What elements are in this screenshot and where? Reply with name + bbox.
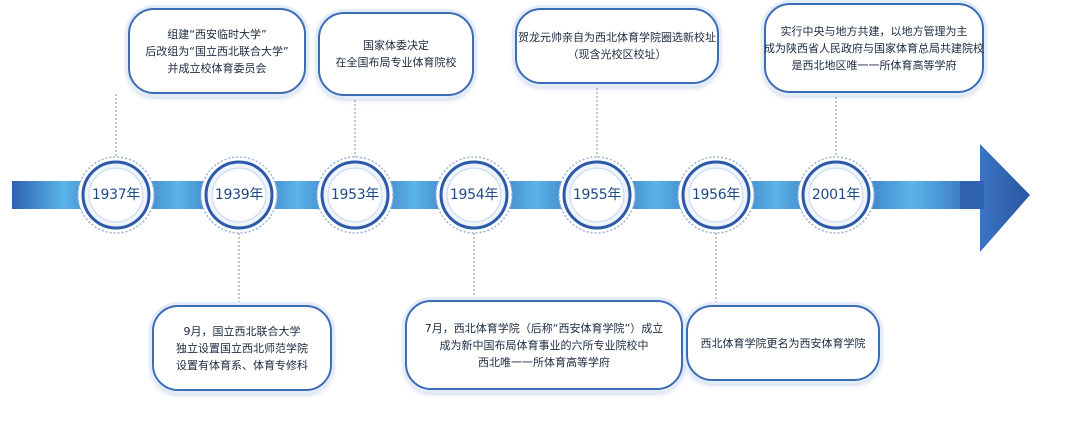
year-label: 1954年 <box>449 187 499 203</box>
year-label: 1956年 <box>691 187 741 203</box>
event-text-line: 是西北地区唯一一所体育高等学府 <box>791 58 957 72</box>
event-text-line: 西北体育学院更名为西安体育学院 <box>700 336 866 350</box>
event-text-line: 国家体委决定 <box>363 39 429 52</box>
timeline-node <box>677 156 755 234</box>
year-label: 1939年 <box>214 187 264 203</box>
event-box: 贺龙元帅亲自为西北体育学院圈选新校址 （现含光校区校址） <box>515 8 719 84</box>
arrow-head <box>980 144 1030 252</box>
event-text-line: 9月，国立西北联合大学 <box>183 324 301 338</box>
timeline-node <box>435 156 513 234</box>
node-inner-ring <box>688 167 744 223</box>
event-text-line: 并成立校体育委员会 <box>167 61 267 75</box>
node-inner-ring <box>446 167 502 223</box>
year-label: 2001年 <box>811 187 861 203</box>
event-text-line: 成为陕西省人民政府与国家体育总局共建院校 <box>764 41 984 55</box>
event-text-line: 贺龙元帅亲自为西北体育学院圈选新校址 <box>518 31 716 44</box>
event-text: 9月，国立西北联合大学独立设置国立西北师范学院设置有体育系、体育专修科 <box>176 323 308 374</box>
node-ring <box>562 160 632 230</box>
node-ring <box>320 160 390 230</box>
event-text-line: 在全国布局专业体育院校 <box>335 56 457 69</box>
year-label: 1937年 <box>91 187 141 203</box>
arrow-head-base <box>960 181 984 209</box>
event-text: 组建“西安临时大学” 后改组为“国立西北联合大学” 并成立校体育委员会 <box>145 26 288 77</box>
event-text: 7月，西北体育学院（后称“西安体育学院”）成立成为新中国布局体育事业的六所专业院… <box>425 320 663 371</box>
node-ring <box>81 160 151 230</box>
node-inner-ring <box>211 167 267 223</box>
node-inner-ring <box>327 167 383 223</box>
event-text-line: 独立设置国立西北师范学院 <box>176 341 308 355</box>
event-text-line: 组建“西安临时大学” <box>167 27 267 41</box>
year-label: 1955年 <box>572 187 622 203</box>
connector-lines <box>115 84 837 305</box>
event-box: 9月，国立西北联合大学独立设置国立西北师范学院设置有体育系、体育专修科 <box>152 305 332 391</box>
node-ring <box>439 160 509 230</box>
timeline-nodes <box>77 156 875 234</box>
event-text-line: 7月，西北体育学院（后称“西安体育学院”）成立 <box>424 321 664 335</box>
event-box: 7月，西北体育学院（后称“西安体育学院”）成立成为新中国布局体育事业的六所专业院… <box>405 300 683 390</box>
event-text-line: 实行中央与地方共建，以地方管理为主 <box>780 24 968 38</box>
event-text: 贺龙元帅亲自为西北体育学院圈选新校址 （现含光校区校址） <box>518 29 716 63</box>
node-ring <box>204 160 274 230</box>
timeline-node <box>200 156 278 234</box>
event-text: 西北体育学院更名为西安体育学院 <box>701 335 866 352</box>
timeline-node <box>558 156 636 234</box>
event-text-line: 成为新中国布局体育事业的六所专业院校中 <box>439 338 649 352</box>
event-box: 组建“西安临时大学” 后改组为“国立西北联合大学” 并成立校体育委员会 <box>128 8 306 94</box>
node-ring <box>801 160 871 230</box>
year-label: 1953年 <box>330 187 380 203</box>
node-ring <box>681 160 751 230</box>
event-text-line: （现含光校区校址） <box>567 48 667 61</box>
event-text-line: 后改组为“国立西北联合大学” <box>145 44 289 58</box>
event-box: 实行中央与地方共建，以地方管理为主成为陕西省人民政府与国家体育总局共建院校是西北… <box>764 3 984 93</box>
timeline-node <box>797 156 875 234</box>
event-text: 国家体委决定在全国布局专业体育院校 <box>336 37 457 71</box>
node-inner-ring <box>808 167 864 223</box>
timeline-node <box>316 156 394 234</box>
event-text-line: 西北唯一一所体育高等学府 <box>478 355 610 369</box>
node-inner-ring <box>88 167 144 223</box>
timeline-arrow <box>12 144 1030 252</box>
node-inner-ring <box>569 167 625 223</box>
event-box: 国家体委决定在全国布局专业体育院校 <box>318 12 474 96</box>
event-text: 实行中央与地方共建，以地方管理为主成为陕西省人民政府与国家体育总局共建院校是西北… <box>764 23 984 74</box>
event-text-line: 设置有体育系、体育专修科 <box>176 358 308 372</box>
event-box: 西北体育学院更名为西安体育学院 <box>686 305 880 381</box>
timeline-node <box>77 156 155 234</box>
